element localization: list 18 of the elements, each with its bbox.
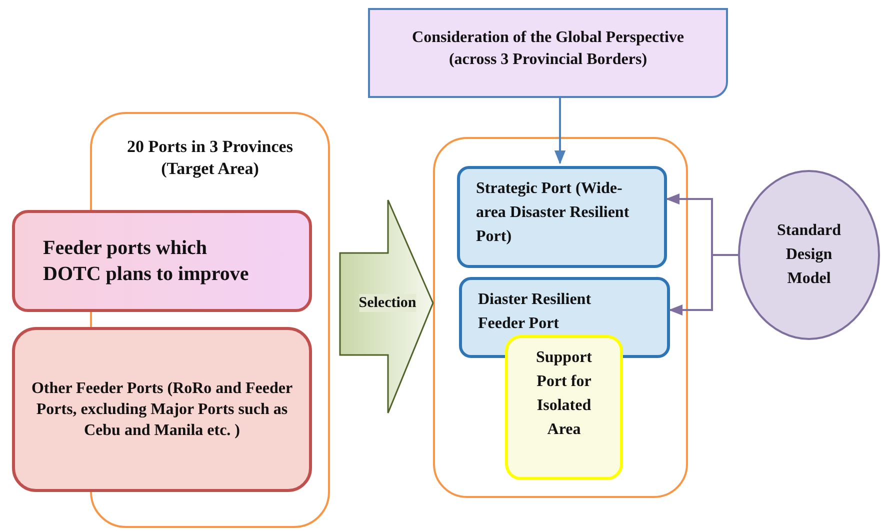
process-box — [12, 210, 312, 312]
node-label: Standard Design Model — [776, 221, 842, 289]
node-label: Strategic Port (Wide-area Disaster Resilient Port) — [476, 179, 630, 247]
arrow — [554, 98, 566, 164]
arrow — [668, 254, 738, 316]
node-label: 20 Ports in 3 Provinces (Target Area) — [126, 136, 294, 180]
node-label: Feeder ports which DOTC plans to improve — [43, 236, 250, 287]
process-box — [505, 335, 623, 480]
node-label: Support Port for Isolated Area — [534, 348, 594, 440]
block-arrow — [339, 199, 434, 414]
node-label: Consideration of the Global Perspective (across 3 Provincial Borders) — [411, 28, 685, 70]
group-box — [433, 137, 688, 498]
process-box — [368, 8, 728, 98]
process-box — [12, 327, 312, 492]
node-label: Diaster Resilient Feeder Port — [478, 290, 592, 334]
edge-label: Selection — [358, 294, 416, 312]
node-label: Other Feeder Ports (RoRo and Feeder Ports, excluding Major Ports such as Cebu and Manila etc. ) — [30, 379, 294, 441]
process-box — [457, 166, 667, 268]
